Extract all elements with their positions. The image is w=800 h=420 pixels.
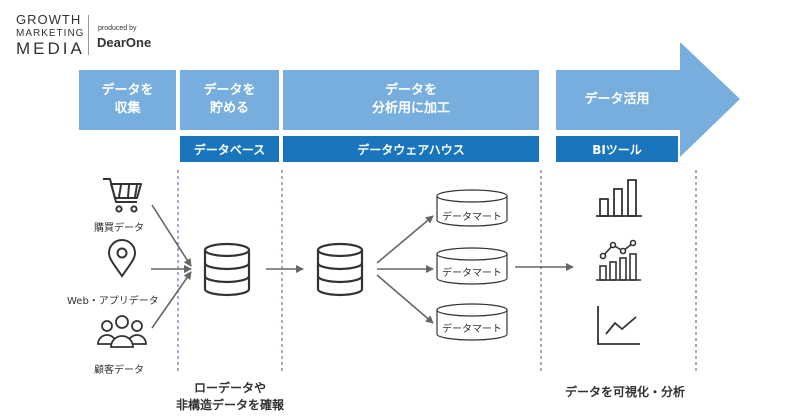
bar-database: データベース	[180, 136, 279, 162]
data-mart-label-1: データマート	[442, 212, 502, 223]
logo-divider	[88, 15, 89, 55]
data-warehouse-icon	[316, 242, 364, 297]
data-mart-cylinder-1	[436, 189, 508, 227]
stage-collect: データを 収集	[79, 70, 176, 130]
data-mart-label-2: データマート	[442, 268, 502, 279]
map-pin-icon	[107, 239, 137, 278]
source-label-purchase: 購買データ	[94, 223, 144, 234]
arrow-dwh-to-mart-1	[376, 215, 434, 264]
line-chart-icon	[597, 306, 640, 345]
data-mart-cylinder-3	[436, 303, 508, 341]
source-label-customer: 顧客データ	[94, 365, 144, 376]
stage-dividers	[177, 170, 697, 372]
logo: GROWTH MARKETING MEDIA produced by DearO…	[16, 13, 176, 59]
logo-line-media: MEDIA	[16, 39, 85, 58]
shopping-cart-icon	[103, 178, 142, 213]
arrows	[151, 204, 574, 329]
arrow-cart-to-db	[151, 204, 192, 267]
caption-raw-data: ローデータや 非構造データを確報	[175, 381, 284, 413]
data-mart-label-3: データマート	[442, 324, 502, 335]
logo-produced-by: produced by	[98, 25, 137, 32]
arrow-customer-to-db	[151, 271, 192, 329]
source-label-web-app: Web・アプリデータ	[67, 296, 159, 307]
logo-line-marketing: MARKETING	[16, 28, 85, 39]
bar-chart-icon	[596, 179, 642, 217]
data-mart-cylinder-2	[436, 247, 508, 285]
stage-store: データを 貯める	[180, 70, 279, 130]
people-icon	[97, 315, 147, 348]
bar-bi-tool: BIツール	[556, 136, 678, 162]
logo-brand: DearOne	[97, 35, 152, 50]
bar-data-warehouse: データウェアハウス	[283, 136, 539, 162]
database-icon	[203, 242, 251, 297]
arrow-dwh-to-mart-3	[376, 274, 434, 324]
logo-line-growth: GROWTH	[16, 12, 82, 27]
caption-visualize: データを可視化・分析	[564, 385, 685, 399]
stage-utilize: データ活用	[584, 92, 650, 108]
line-bar-chart-icon	[596, 239, 641, 281]
stage-process: データを 分析用に加工	[283, 70, 539, 130]
